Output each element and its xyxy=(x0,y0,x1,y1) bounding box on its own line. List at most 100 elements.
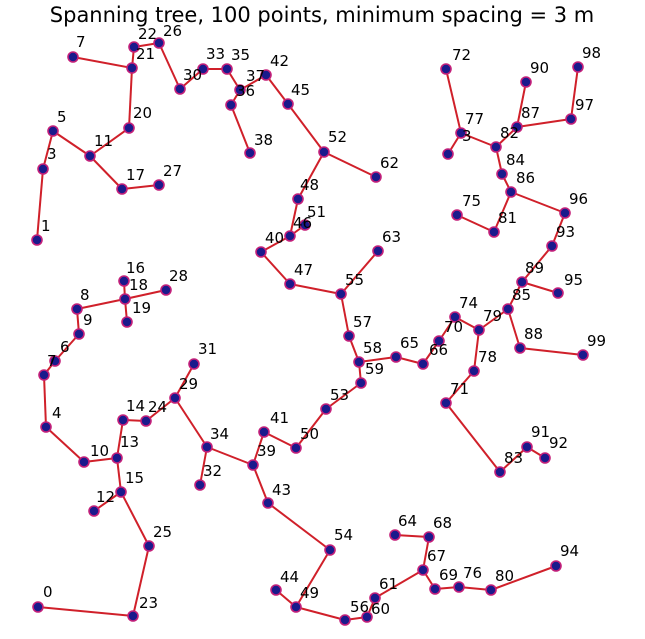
node-77 xyxy=(455,127,467,139)
node-83 xyxy=(494,466,506,478)
node-label-9: 9 xyxy=(83,311,93,329)
node-56 xyxy=(339,614,351,626)
edge-89-95 xyxy=(521,281,559,294)
node-label-93: 93 xyxy=(556,223,575,241)
edge-77-72 xyxy=(445,68,462,134)
node-29 xyxy=(169,392,181,404)
edge-79-78 xyxy=(473,329,480,372)
node-label-80: 80 xyxy=(495,567,514,585)
node-24 xyxy=(140,415,152,427)
node-label-59: 59 xyxy=(365,360,384,378)
node-74 xyxy=(449,311,461,323)
edge-61-67 xyxy=(374,569,424,599)
node-label-47: 47 xyxy=(294,261,313,279)
node-97 xyxy=(565,113,577,125)
node-4 xyxy=(40,421,52,433)
edge-25-15 xyxy=(120,491,150,547)
node-3 xyxy=(442,148,454,160)
node-label-86: 86 xyxy=(516,169,535,187)
node-label-40: 40 xyxy=(265,229,284,247)
node-47 xyxy=(284,278,296,290)
diagram-title: Spanning tree, 100 points, minimum spaci… xyxy=(50,3,594,27)
node-6 xyxy=(49,355,61,367)
node-label-89: 89 xyxy=(525,259,544,277)
node-label-97: 97 xyxy=(575,96,594,114)
node-label-31: 31 xyxy=(198,340,217,358)
node-10 xyxy=(78,456,90,468)
node-label-75: 75 xyxy=(462,192,481,210)
node-label-79: 79 xyxy=(483,307,502,325)
node-label-84: 84 xyxy=(506,151,525,169)
node-92 xyxy=(539,452,551,464)
node-label-6: 6 xyxy=(60,338,70,356)
edge-82-77 xyxy=(460,132,497,148)
node-84 xyxy=(496,168,508,180)
node-65 xyxy=(390,351,402,363)
node-label-35: 35 xyxy=(231,46,250,64)
node-label-12: 12 xyxy=(96,488,115,506)
edge-6-9 xyxy=(54,333,80,362)
node-label-72: 72 xyxy=(452,46,471,64)
node-61 xyxy=(369,592,381,604)
edge-96-86 xyxy=(510,191,566,214)
edge-29-34 xyxy=(174,397,208,448)
node-label-34: 34 xyxy=(210,425,229,443)
node-79 xyxy=(473,324,485,336)
node-9 xyxy=(73,328,85,340)
node-label-70: 70 xyxy=(444,318,463,336)
edge-81-75 xyxy=(456,214,495,233)
edge-18-28 xyxy=(124,289,167,300)
node-label-66: 66 xyxy=(429,341,448,359)
node-76 xyxy=(453,581,465,593)
edge-78-71 xyxy=(445,370,475,404)
node-label-46: 46 xyxy=(293,214,312,232)
node-15 xyxy=(115,486,127,498)
node-85 xyxy=(502,303,514,315)
node-label-3: 3 xyxy=(462,127,472,145)
node-37 xyxy=(234,84,246,96)
node-17 xyxy=(116,183,128,195)
edge-30-26 xyxy=(158,42,181,90)
edge-83-91 xyxy=(499,446,528,473)
node-label-24: 24 xyxy=(148,398,167,416)
node-43 xyxy=(262,497,274,509)
node-label-74: 74 xyxy=(459,294,478,312)
node-label-95: 95 xyxy=(564,271,583,289)
node-80 xyxy=(485,584,497,596)
edge-53-59 xyxy=(325,382,362,410)
node-87 xyxy=(511,121,523,133)
edge-79-85 xyxy=(478,308,509,331)
node-64 xyxy=(389,529,401,541)
node-label-3: 3 xyxy=(47,145,57,163)
edge-34-32 xyxy=(199,446,208,486)
node-71 xyxy=(440,397,452,409)
node-label-57: 57 xyxy=(353,313,372,331)
node-1 xyxy=(31,234,43,246)
node-label-98: 98 xyxy=(582,44,601,62)
node-48 xyxy=(292,193,304,205)
edge-48-52 xyxy=(297,151,325,200)
node-38 xyxy=(244,147,256,159)
node-82 xyxy=(490,141,502,153)
edge-45-42 xyxy=(265,74,289,105)
node-12 xyxy=(88,505,100,517)
edge-89-93 xyxy=(521,245,553,283)
edge-4-7 xyxy=(43,374,47,428)
node-label-44: 44 xyxy=(280,568,299,586)
node-91 xyxy=(521,441,533,453)
edge-55-47 xyxy=(289,283,342,295)
node-label-81: 81 xyxy=(498,209,517,227)
node-label-83: 83 xyxy=(504,449,523,467)
node-label-19: 19 xyxy=(132,299,151,317)
node-label-37: 37 xyxy=(246,67,265,85)
node-label-0: 0 xyxy=(43,583,53,601)
edge-43-54 xyxy=(267,502,331,551)
edge-47-40 xyxy=(260,251,291,285)
node-label-90: 90 xyxy=(530,59,549,77)
node-label-67: 67 xyxy=(427,547,446,565)
node-53 xyxy=(320,403,332,415)
node-55 xyxy=(335,288,347,300)
edge-8-18 xyxy=(76,298,126,310)
edge-20-11 xyxy=(89,127,130,157)
